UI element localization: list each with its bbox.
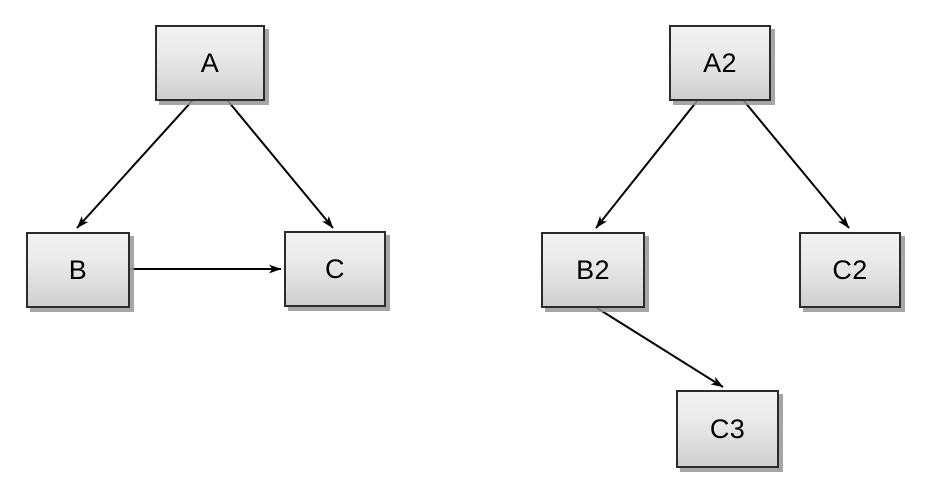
edge-a-c[interactable] — [227, 100, 334, 229]
edge-a2-c2[interactable] — [743, 100, 850, 229]
node-b[interactable]: B — [26, 232, 130, 308]
node-label: A — [200, 47, 220, 78]
node-label: C2 — [832, 254, 868, 285]
node-label: C — [325, 253, 345, 284]
node-c2[interactable]: C2 — [799, 232, 901, 308]
node-a[interactable]: A — [155, 25, 265, 101]
node-label: B2 — [576, 254, 610, 285]
node-label: A2 — [703, 47, 737, 78]
edge-a2-b2[interactable] — [595, 100, 698, 229]
node-label: C3 — [709, 413, 746, 444]
edge-b2-c3[interactable] — [596, 307, 724, 388]
node-a2[interactable]: A2 — [669, 25, 771, 101]
node-label: B — [68, 254, 88, 285]
node-c[interactable]: C — [284, 231, 386, 307]
edges-group — [76, 100, 850, 388]
edge-a-b[interactable] — [76, 100, 193, 229]
node-c3[interactable]: C3 — [676, 390, 779, 468]
node-b2[interactable]: B2 — [541, 232, 645, 308]
